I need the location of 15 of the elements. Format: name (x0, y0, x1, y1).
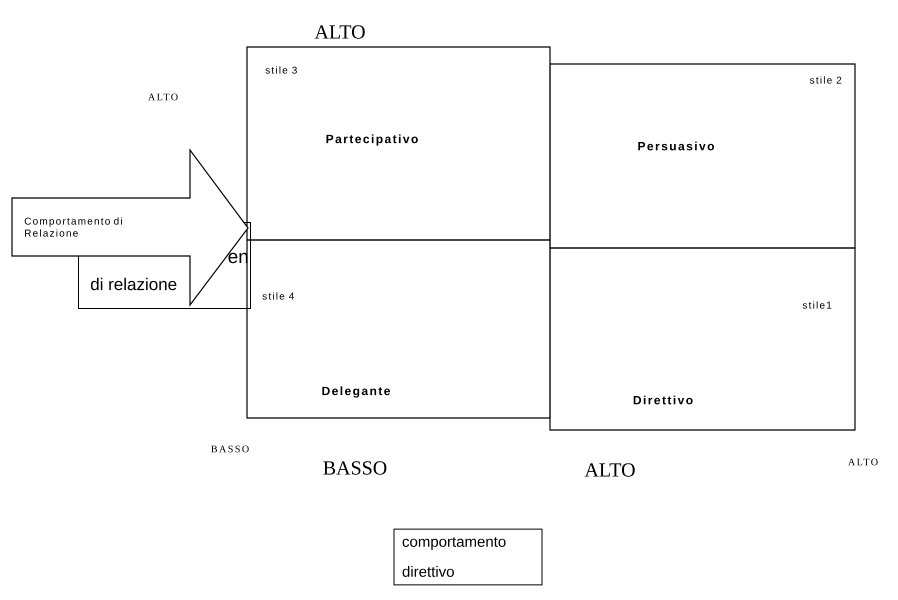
style-name: Persuasivo (638, 142, 714, 150)
style-name: Direttivo (634, 396, 693, 404)
style-name: Delegante (322, 386, 390, 398)
text-box: comportamento direttivo (394, 528, 542, 586)
axis-label: BASSO (323, 461, 386, 475)
box-text: di relazione (90, 278, 176, 290)
style-label: stile 2 (810, 76, 842, 84)
axis-label: ALTO (584, 463, 635, 477)
style-label: stile1 (802, 301, 832, 309)
axis-label: BASSO (211, 446, 249, 452)
axis-label: ALTO (848, 458, 878, 466)
style-label: stile 3 (266, 66, 297, 74)
style-label: stile 4 (262, 292, 294, 300)
style-name: Partecipativo (326, 134, 418, 146)
axis-label: ALTO (148, 94, 178, 100)
